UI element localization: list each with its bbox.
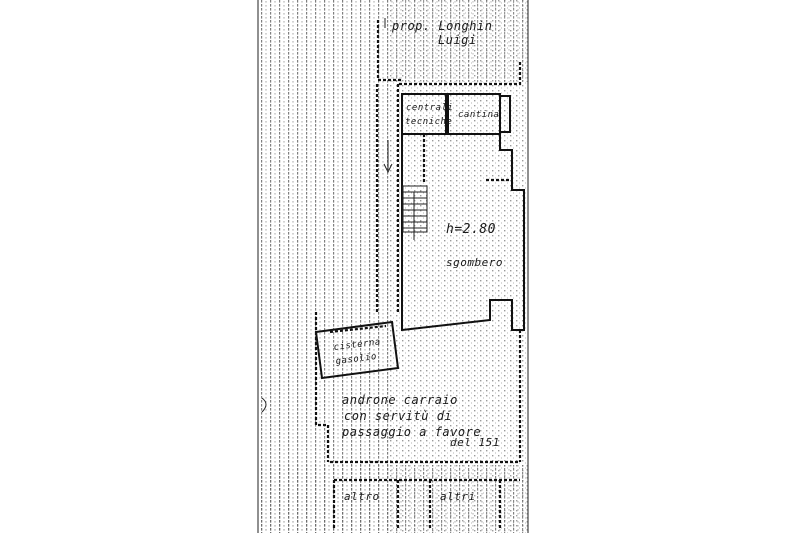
courtyard-label-2: con servitù di (344, 409, 452, 423)
bottom-left-label: altro (344, 490, 380, 503)
courtyard-boundary-left (314, 312, 330, 462)
scan-texture-right (390, 0, 528, 533)
margin-mark (261, 397, 267, 413)
room-technical-label-1: centrali (406, 103, 453, 113)
room-cellar-label: cantina (458, 110, 499, 120)
owner-label: prop. Longhin (391, 19, 492, 33)
courtyard-label-1: androne carraio (342, 393, 458, 407)
courtyard-label-3: passaggio a favore (341, 425, 481, 439)
neighbor-boundary (376, 20, 522, 86)
storage-label: sgombero (446, 256, 503, 269)
wall-buttress (499, 95, 511, 133)
staircase (402, 185, 428, 240)
scan-texture-left (258, 0, 390, 533)
scan-texture-top (390, 0, 528, 82)
height-label: h=2.80 (446, 222, 496, 237)
corridor-arrow-head (383, 163, 393, 174)
room-technical-label-2: tecniche (405, 117, 452, 127)
main-room-walls (401, 133, 525, 332)
owner-name-label: Luigi (438, 33, 477, 47)
bottom-right-label: altri (440, 490, 476, 503)
scan-texture-bottom (258, 465, 528, 533)
courtyard-label-4: del 151 (450, 436, 500, 449)
cistern-tank-line (329, 324, 387, 334)
cistern-enclosure (314, 320, 400, 380)
